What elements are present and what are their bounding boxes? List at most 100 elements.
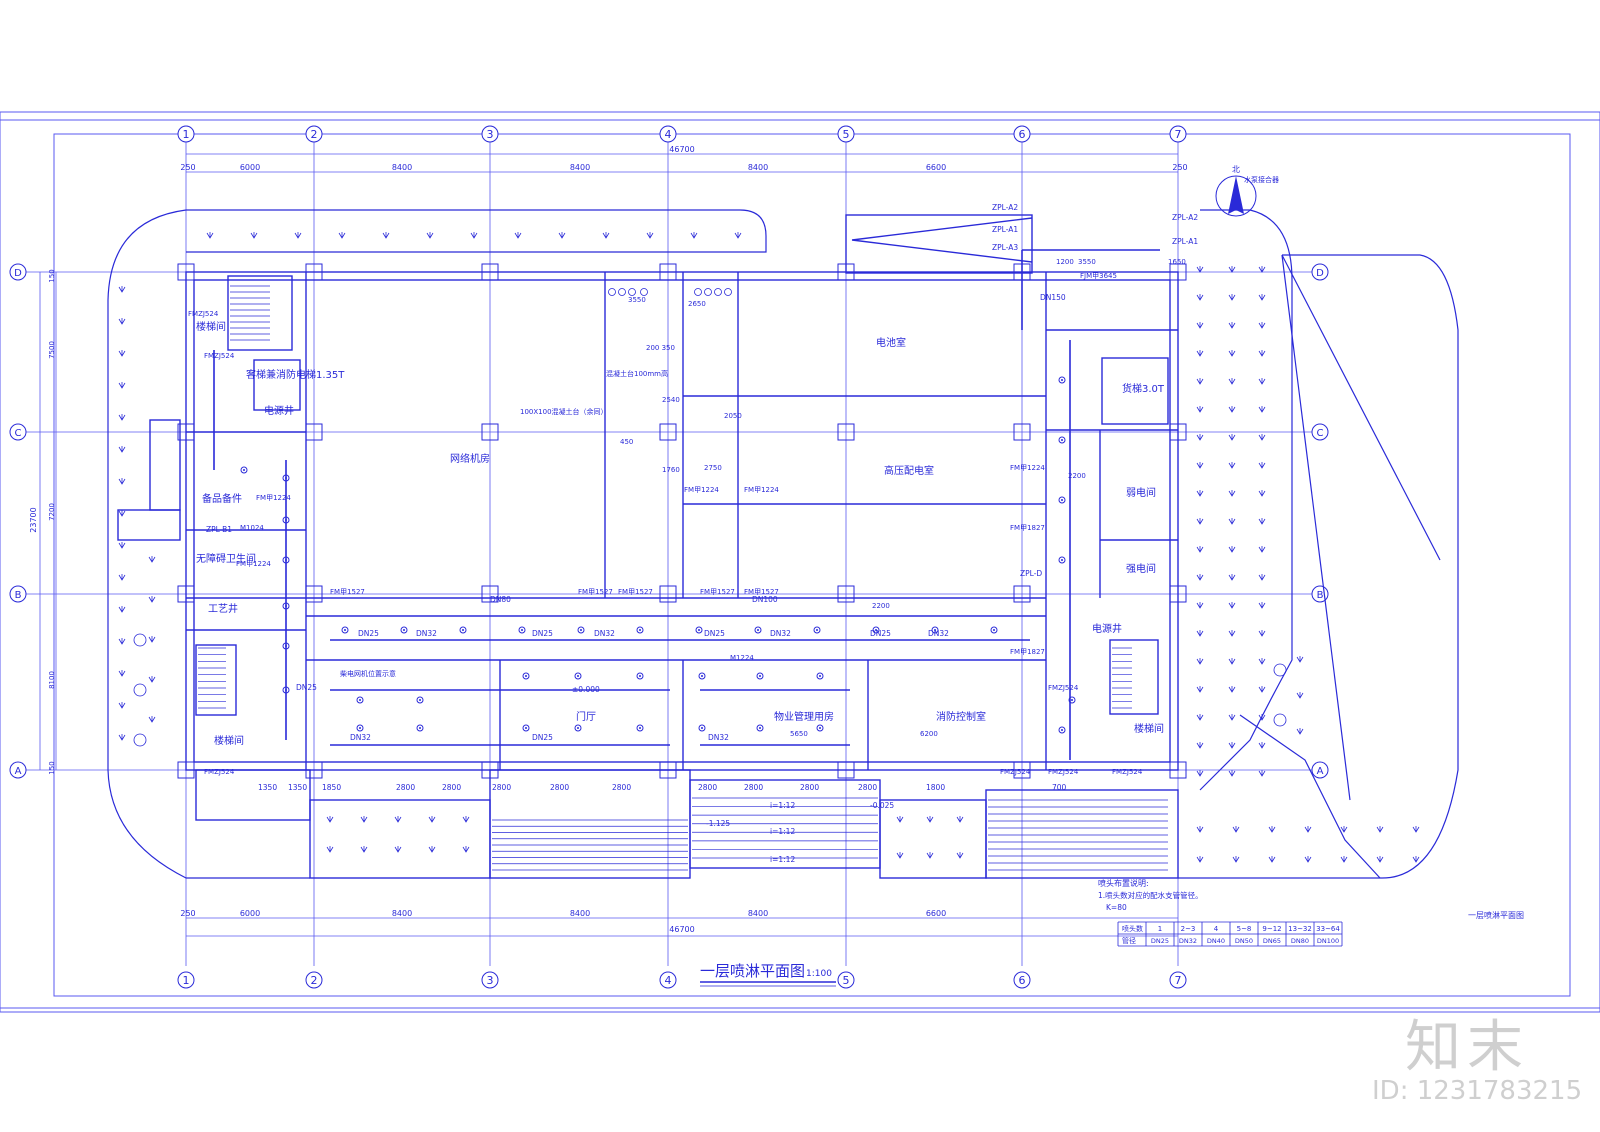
planter-mark <box>1258 602 1266 609</box>
row-bubble <box>9 585 27 603</box>
planter-mark <box>1196 518 1204 525</box>
planter-mark <box>206 232 214 239</box>
col-bubble <box>659 125 677 143</box>
elevation-mark: -1.125 <box>706 819 730 828</box>
planter-mark <box>118 446 126 453</box>
sprinkler-head-dot <box>462 629 464 631</box>
sprinkler-head <box>518 626 526 634</box>
planter-mark <box>1228 350 1236 357</box>
planter-mark <box>1228 518 1236 525</box>
dim-corridor: 2800 <box>800 783 819 792</box>
planter-mark <box>956 816 964 823</box>
equipment-symbol <box>618 288 626 296</box>
stair-hatching <box>198 279 1168 871</box>
column <box>177 761 195 779</box>
structural-columns <box>177 263 1187 779</box>
planter-mark <box>1376 856 1384 863</box>
sprinkler-head <box>459 626 467 634</box>
sprinkler-head <box>416 696 424 704</box>
planter-mark <box>1258 770 1266 777</box>
sprinkler-head-dot <box>934 629 936 631</box>
slope-mark: i=1:12 <box>770 801 795 810</box>
pipe-label: DN25 <box>358 629 379 638</box>
column <box>1013 761 1031 779</box>
col-bubble-label: 7 <box>1175 128 1182 141</box>
dim-total-width-bottom: 46700 <box>669 925 694 934</box>
planter-mark <box>1340 826 1348 833</box>
sprinkler-head <box>1058 496 1066 504</box>
sprinkler-head <box>282 602 290 610</box>
planter-mark <box>118 542 126 549</box>
column <box>1169 423 1187 441</box>
row-bubble-label: B <box>15 590 22 601</box>
planter-mark <box>1228 630 1236 637</box>
planter-mark <box>1228 378 1236 385</box>
planter-mark <box>1228 546 1236 553</box>
sprinkler-head-dot <box>580 629 582 631</box>
room-weak: 弱电间 <box>1126 486 1156 499</box>
sprinkler-head-dot <box>1061 559 1063 561</box>
door-tag: FM甲1224 <box>236 560 271 568</box>
room-process-shaft: 工艺井 <box>208 602 238 615</box>
sprinkler-head <box>577 626 585 634</box>
col-bubble <box>659 971 677 989</box>
planter-mark <box>1228 490 1236 497</box>
dim-corridor: 1850 <box>322 783 341 792</box>
sprinkler-head <box>1058 376 1066 384</box>
pipe-label: DN32 <box>416 629 437 638</box>
misc-dim: 1650 <box>1168 258 1186 266</box>
col-bubble <box>837 125 855 143</box>
dim-corridor: 1800 <box>926 783 945 792</box>
planter-mark <box>118 638 126 645</box>
planter-mark <box>956 852 964 859</box>
planter-mark <box>118 318 126 325</box>
planter-mark <box>148 596 156 603</box>
column <box>305 585 323 603</box>
planter-mark <box>1228 462 1236 469</box>
equipment-symbol <box>704 288 712 296</box>
misc-dim: 5650 <box>790 730 808 738</box>
dim-top-span: 8400 <box>392 163 412 172</box>
dimension-lines <box>39 153 1178 937</box>
sprinkler-head <box>282 686 290 694</box>
planter-mark <box>1232 826 1240 833</box>
legend-count: 13~32 <box>1288 925 1312 933</box>
planter-mark <box>1196 462 1204 469</box>
planter-mark <box>896 852 904 859</box>
sprinkler-head-dot <box>759 675 761 677</box>
room-labels: 楼梯间 客梯兼消防电梯1.35T 电源井 备品备件 无障碍卫生间 工艺井 楼梯间… <box>196 320 1165 747</box>
pipe-label: DN150 <box>1040 293 1066 302</box>
sprinkler-head <box>636 672 644 680</box>
planter-mark <box>1296 656 1304 663</box>
sprinkler-head-dot <box>1061 729 1063 731</box>
planter-mark <box>1258 266 1266 273</box>
legend-count: 5~8 <box>1237 925 1252 933</box>
col-bubble <box>1013 971 1031 989</box>
planter-mark <box>1228 770 1236 777</box>
sprinkler-head <box>400 626 408 634</box>
dim-bottom-span: 6600 <box>926 909 946 918</box>
dim-corridor: 2800 <box>396 783 415 792</box>
riser-tag: ZPL-B1 <box>206 525 232 534</box>
column <box>837 423 855 441</box>
pipe-label: DN25 <box>532 629 553 638</box>
sprinkler-head <box>695 626 703 634</box>
col-bubble-label: 3 <box>487 128 494 141</box>
misc-dim: 3550 <box>628 296 646 304</box>
planter-mark <box>382 232 390 239</box>
planter-mark <box>1196 266 1204 273</box>
sprinkler-head <box>1058 556 1066 564</box>
door-tag: FM甲1224 <box>256 494 291 502</box>
planter-mark <box>1340 856 1348 863</box>
sprinkler-head-dot <box>639 727 641 729</box>
pipe-label: DN32 <box>928 629 949 638</box>
legend-count: 4 <box>1214 925 1219 933</box>
sprinkler-head-dot <box>344 629 346 631</box>
sprinkler-head-dot <box>419 699 421 701</box>
col-bubble-label: 6 <box>1019 974 1026 987</box>
pipe-label: DN32 <box>770 629 791 638</box>
dim-bottom-span: 6000 <box>240 909 260 918</box>
dim-left-span: 150 <box>48 269 56 282</box>
col-bubble-label: 7 <box>1175 974 1182 987</box>
